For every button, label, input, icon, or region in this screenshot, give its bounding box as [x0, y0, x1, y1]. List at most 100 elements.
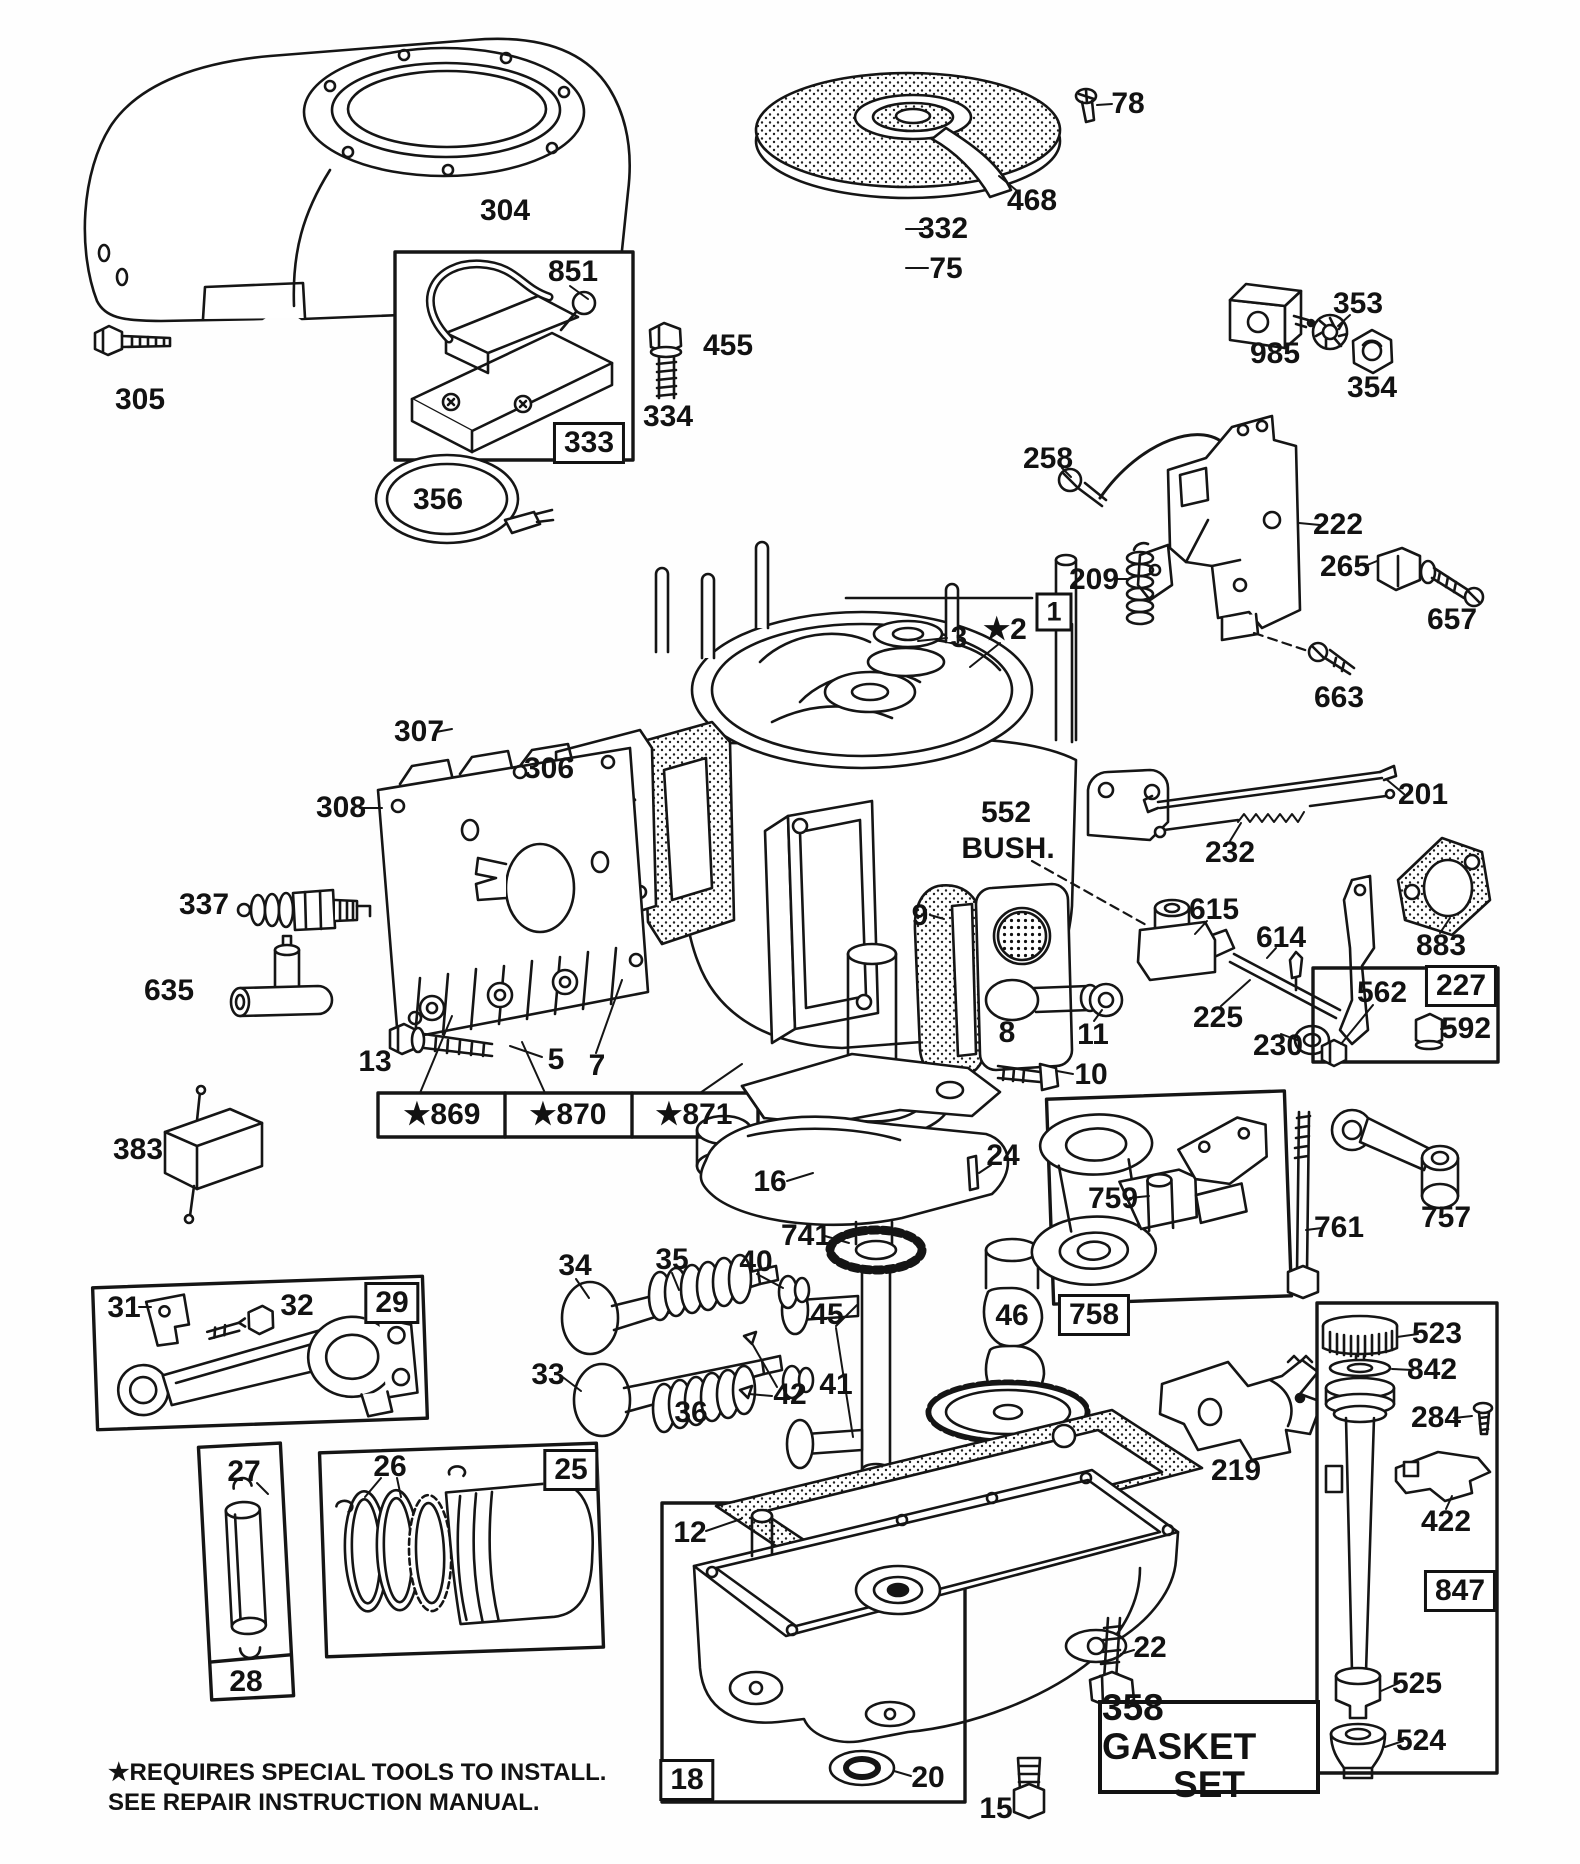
part-label-562: 562 [1356, 976, 1408, 1009]
part-label-25: 25 [543, 1449, 599, 1491]
part-label-230: 230 [1252, 1029, 1304, 1062]
part-label-78: 78 [1111, 87, 1145, 120]
part-label-985: 985 [1249, 337, 1301, 370]
part-label-468: 468 [1006, 184, 1058, 217]
screw-78-drawing [1074, 87, 1098, 124]
blower-housing-drawing [83, 37, 631, 323]
screw-305-drawing [93, 324, 172, 357]
part-label-232: 232 [1204, 836, 1256, 869]
part-label-35: 35 [655, 1243, 689, 1276]
part-label-871: ★871 [655, 1098, 733, 1131]
star-washer-353-drawing [1311, 313, 1349, 351]
part-label-870: ★870 [529, 1098, 607, 1131]
part-label-31: 31 [107, 1291, 141, 1324]
ignition-coil-box-drawing [393, 250, 635, 462]
sleeve-383-drawing [163, 1084, 264, 1225]
part-label-333: 333 [552, 422, 626, 464]
part-label-34: 34 [558, 1249, 592, 1282]
part-label-24: 24 [986, 1139, 1020, 1172]
part-label-354: 354 [1346, 371, 1398, 404]
part-label-36: 36 [674, 1396, 708, 1429]
oil-slinger-box-drawing [1030, 1089, 1294, 1306]
gasket-set-box: 358 GASKET SET [1098, 1688, 1320, 1804]
stop-switch-group-drawing [1057, 414, 1485, 676]
part-label-32: 32 [280, 1289, 314, 1322]
part-label-33: 33 [531, 1358, 565, 1391]
part-label-41: 41 [819, 1368, 853, 1401]
part-label-356: 356 [412, 483, 464, 516]
bolt-761-drawing [1286, 1110, 1320, 1300]
part-label-219: 219 [1210, 1454, 1262, 1487]
part-label-bush: BUSH. [961, 832, 1055, 865]
cylinder-head-308-drawing [376, 742, 650, 1042]
part-label-334: 334 [642, 400, 694, 433]
footnote-line1: ★REQUIRES SPECIAL TOOLS TO INSTALL. [108, 1759, 607, 1786]
footnote: ★REQUIRES SPECIAL TOOLS TO INSTALL. SEE … [108, 1758, 606, 1818]
bolt-334-drawing [648, 321, 683, 400]
part-label-209: 209 [1068, 563, 1120, 596]
part-label-265: 265 [1319, 550, 1371, 583]
part-label-28: 28 [229, 1665, 263, 1698]
part-label-3: 3 [950, 621, 968, 654]
part-label-8: 8 [998, 1016, 1016, 1049]
part-label-422: 422 [1420, 1505, 1472, 1538]
part-label-308: 308 [315, 791, 367, 824]
part-label-26: 26 [373, 1450, 407, 1483]
part-label-5: 5 [547, 1043, 565, 1076]
crankcase-assembly-drawing [654, 540, 1170, 1050]
part-label-851: 851 [547, 255, 599, 288]
part-label-663: 663 [1313, 681, 1365, 714]
dashed-leader-lines [1030, 631, 1310, 928]
air-cleaner-468-drawing [754, 71, 1062, 200]
control-box-227-drawing [1311, 966, 1500, 1068]
piston-box-drawing [317, 1441, 606, 1659]
connecting-rod-box-drawing [90, 1274, 430, 1432]
wrist-pin-box-drawing [196, 1441, 296, 1702]
nut-354-drawing [1351, 328, 1394, 375]
part-label-758: 758 [1057, 1294, 1131, 1336]
part-label-332: 332 [917, 212, 969, 245]
part-label-13: 13 [358, 1045, 392, 1078]
special-tools-row-box [376, 1091, 760, 1139]
part-label-383: 383 [112, 1133, 164, 1166]
bracket-219-drawing [1158, 1354, 1324, 1462]
leader-lines [138, 103, 1473, 1777]
part-label-75: 75 [929, 252, 963, 285]
part-label-306: 306 [523, 752, 575, 785]
part-label-12: 12 [673, 1516, 707, 1549]
spark-plug-337-drawing [236, 888, 372, 932]
wire-loop-356-drawing [374, 453, 555, 545]
part-label-7: 7 [588, 1049, 606, 1082]
part-label-757: 757 [1420, 1201, 1472, 1234]
footnote-line2: SEE REPAIR INSTRUCTION MANUAL. [108, 1789, 540, 1816]
part-label-227: 227 [1424, 965, 1498, 1007]
part-label-869: ★869 [403, 1098, 481, 1131]
part-label-307: 307 [393, 715, 445, 748]
part-label-9: 9 [911, 899, 929, 932]
part-label-592: 592 [1440, 1012, 1492, 1045]
part-label-883: 883 [1415, 929, 1467, 962]
part-label-10: 10 [1074, 1058, 1108, 1091]
part-label-258: 258 [1022, 442, 1074, 475]
sump-group-drawing [660, 1408, 1204, 1820]
part-label-353: 353 [1332, 287, 1384, 320]
breather-635-drawing [229, 934, 334, 1018]
part-label-524: 524 [1395, 1724, 1447, 1757]
dipstick-box-drawing [1315, 1301, 1499, 1780]
part-label-1: 1 [1035, 592, 1073, 632]
part-label-525: 525 [1391, 1667, 1443, 1700]
governor-linkage-drawing [1136, 764, 1492, 1056]
part-label-284: 284 [1410, 1401, 1462, 1434]
part-label-11: 11 [1077, 1018, 1109, 1051]
part-label-614: 614 [1255, 921, 1307, 954]
part-label-225: 225 [1192, 1001, 1244, 1034]
part-label-759: 759 [1087, 1182, 1139, 1215]
part-label-40: 40 [739, 1245, 773, 1278]
switch-985-drawing [1228, 282, 1316, 350]
part-label-761: 761 [1313, 1211, 1365, 1244]
part-label-22: 22 [1133, 1631, 1167, 1664]
part-label-46: 46 [995, 1299, 1029, 1332]
part-label-305: 305 [114, 383, 166, 416]
gasket-set-line1: 358 GASKET [1102, 1686, 1257, 1767]
